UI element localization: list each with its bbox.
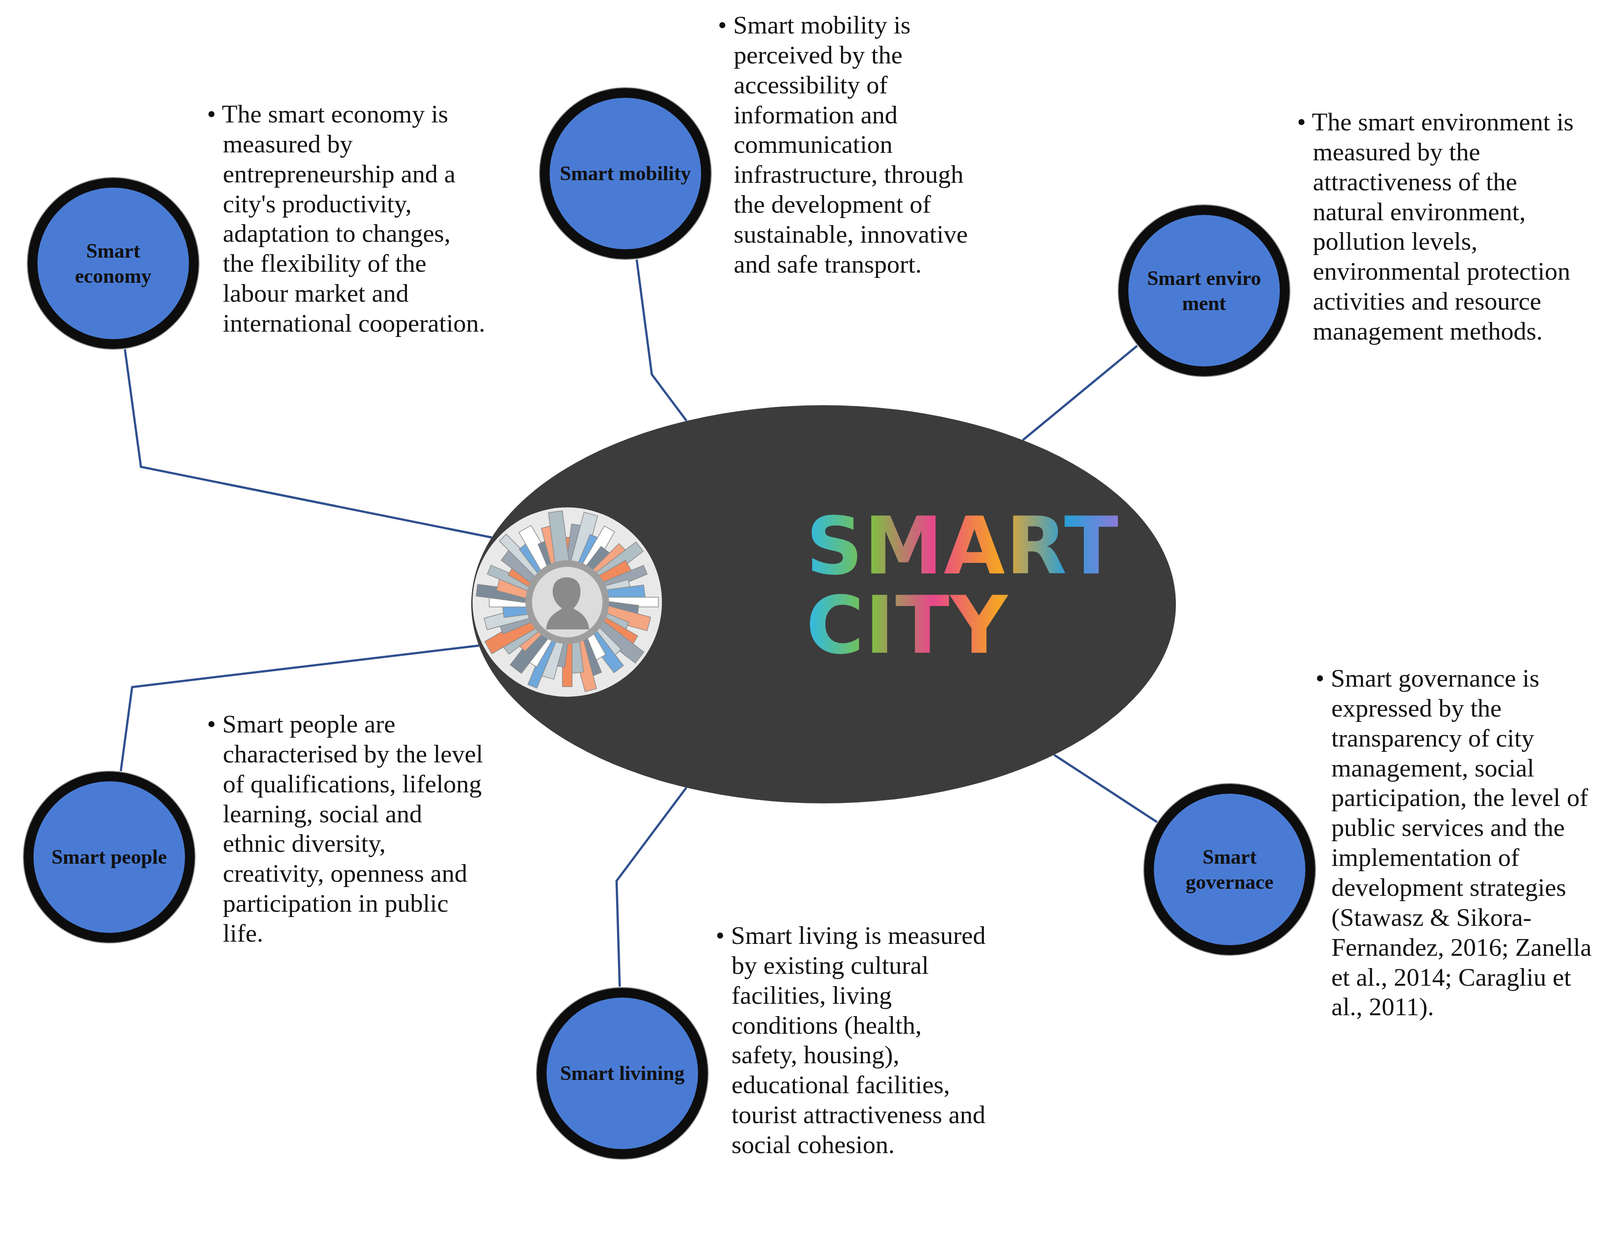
circle-heading: Smart mobility [559,160,691,187]
pillar-circle: Smart economy• The smart economy is meas… [26,176,200,351]
pillar-circle: Smart mobility• Smart mobility is percei… [538,86,713,261]
pillar-circle: Smart governace• Smart governance is exp… [1142,782,1317,957]
pillar-circle: Smart people• Smart people are character… [22,770,196,944]
connector-line [125,349,492,538]
circle-fill [1149,788,1311,950]
circle-shadow [26,177,200,350]
description-text: • Smart governance is expressed by the t… [1315,663,1596,1022]
inner-ring [525,560,610,644]
circle-outline [1117,203,1291,378]
circle-shadow [1143,783,1316,956]
connector-line [1022,345,1138,440]
connector-line [636,259,687,421]
illustration-disc [472,507,662,697]
hub-title: SMART CITY [805,506,1141,666]
description-text: • Smart living is measured by existing c… [715,920,987,1160]
circle-shadow [1117,204,1291,377]
inner-disc [532,566,603,638]
description-text: • Smart people are characterised by the … [206,709,488,949]
circle-shadow [22,770,196,944]
connector-line [1053,754,1157,823]
head-silhouette [546,577,590,630]
description-text: • The smart environment is measured by t… [1296,107,1578,347]
circle-heading: Smart enviro ment [1138,265,1270,317]
city-illustration [472,507,662,697]
circle-outline [26,176,200,351]
circle-heading: Smart governace [1163,844,1296,895]
circle-heading: Smart livining [556,1060,688,1087]
pillar-circle: Smart livining• Smart living is measured… [535,986,710,1161]
circle-fill [544,92,706,255]
circle-shadow [535,986,709,1160]
description-text: • Smart mobility is perceived by the acc… [717,10,998,280]
circle-fill [32,182,194,344]
circle-fill [541,992,703,1154]
hub-ground [471,405,1176,804]
circle-heading: Smart people [43,844,175,870]
pillar-circle: Smart enviro ment• The smart environment… [1117,203,1291,378]
circle-fill [1123,210,1285,372]
circle-fill [28,776,190,938]
building-shape [548,510,570,563]
connector-line [616,787,687,987]
circle-shadow [539,87,712,260]
description-text: • The smart economy is measured by entre… [206,99,488,339]
circle-heading: Smart economy [47,238,179,289]
circle-outline [1142,782,1317,957]
hub-ellipse: SMART CITY [471,405,1176,804]
